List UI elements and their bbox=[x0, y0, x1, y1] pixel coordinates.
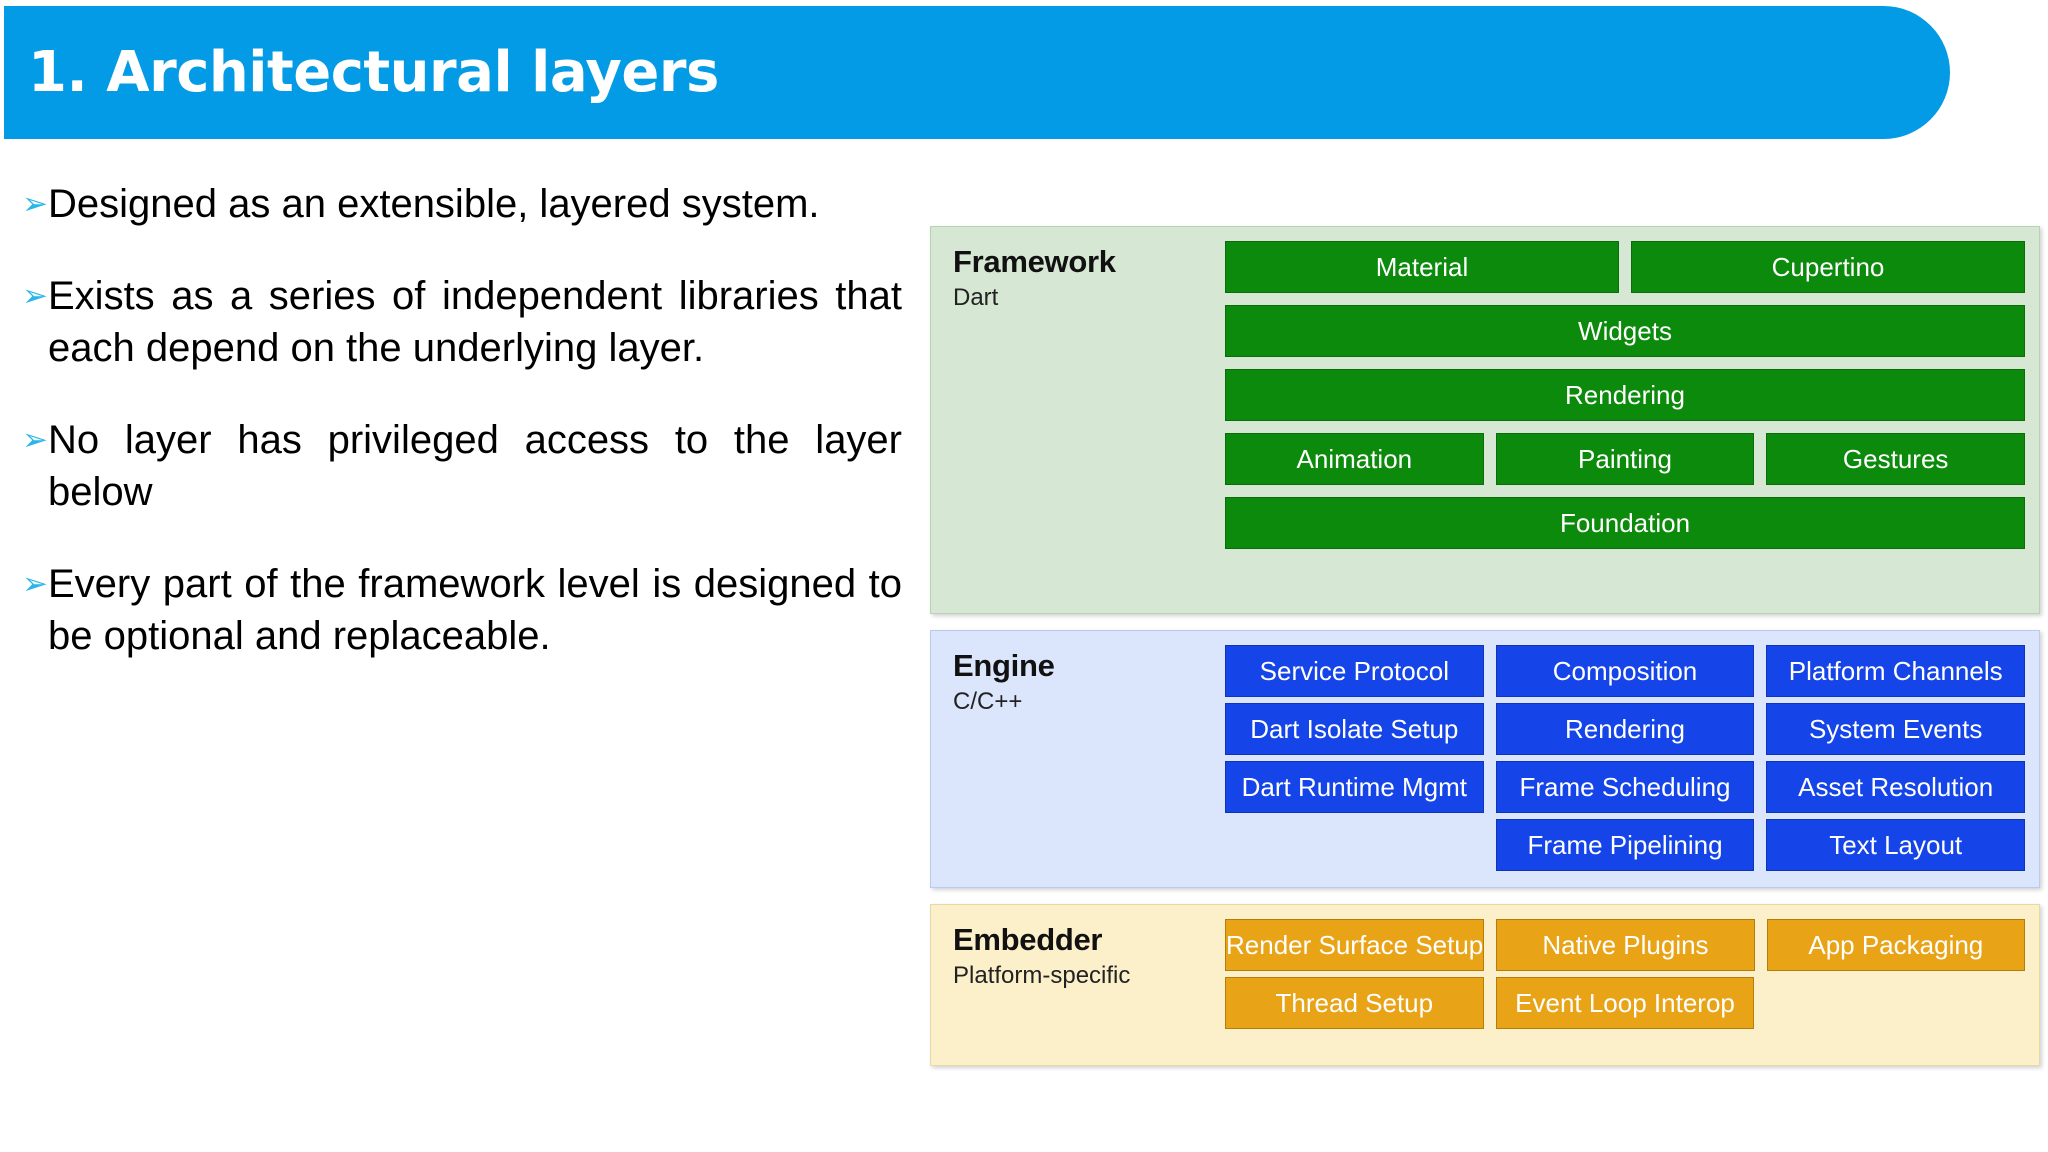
layer-engine-sublabel: C/C++ bbox=[953, 687, 1023, 715]
cell-painting[interactable]: Painting bbox=[1495, 433, 1755, 485]
cell-widgets[interactable]: Widgets bbox=[1225, 305, 2025, 357]
bullet-list: ➢ Designed as an extensible, layered sys… bbox=[22, 178, 902, 702]
arrow-bullet-icon: ➢ bbox=[22, 566, 48, 602]
list-item: ➢ No layer has privileged access to the … bbox=[22, 414, 902, 518]
table-row: Render Surface Setup Native Plugins App … bbox=[1225, 919, 2025, 971]
cell-render-surface-setup[interactable]: Render Surface Setup bbox=[1225, 919, 1485, 971]
table-row: Material Cupertino bbox=[1225, 241, 2025, 293]
table-row: Frame Pipelining Text Layout bbox=[1225, 819, 2026, 871]
list-item: ➢ Designed as an extensible, layered sys… bbox=[22, 178, 902, 230]
arrow-bullet-icon: ➢ bbox=[22, 186, 48, 222]
layer-framework-name: Framework bbox=[953, 244, 1116, 279]
bullet-text: No layer has privileged access to the la… bbox=[48, 418, 902, 514]
cell-event-loop-interop[interactable]: Event Loop Interop bbox=[1495, 977, 1755, 1029]
cell-material[interactable]: Material bbox=[1225, 241, 1619, 293]
cell-platform-channels[interactable]: Platform Channels bbox=[1766, 645, 2026, 697]
layer-engine-name: Engine bbox=[953, 648, 1055, 683]
architecture-diagram: Framework Dart Material Cupertino Widget… bbox=[930, 226, 2040, 1066]
table-row: Dart Isolate Setup Rendering System Even… bbox=[1225, 703, 2026, 755]
layer-framework-label: Framework Dart bbox=[943, 241, 1225, 313]
list-item: ➢ Every part of the framework level is d… bbox=[22, 558, 902, 662]
cell-app-packaging[interactable]: App Packaging bbox=[1766, 919, 2025, 971]
cell-composition[interactable]: Composition bbox=[1495, 645, 1755, 697]
arrow-bullet-icon: ➢ bbox=[22, 278, 48, 314]
cell-animation[interactable]: Animation bbox=[1225, 433, 1484, 485]
bullet-text: Exists as a series of independent librar… bbox=[48, 274, 902, 370]
cell-empty-embedder bbox=[1766, 977, 2025, 1029]
cell-cupertino[interactable]: Cupertino bbox=[1631, 241, 2025, 293]
table-row: Animation Painting Gestures bbox=[1225, 433, 2026, 485]
cell-empty-engine bbox=[1225, 819, 1484, 871]
list-item: ➢ Exists as a series of independent libr… bbox=[22, 270, 902, 374]
layer-framework-sublabel: Dart bbox=[953, 283, 999, 311]
layer-embedder-sublabel: Platform-specific bbox=[953, 961, 1131, 989]
table-row: Service Protocol Composition Platform Ch… bbox=[1225, 645, 2026, 697]
cell-frame-scheduling[interactable]: Frame Scheduling bbox=[1495, 761, 1755, 813]
table-row: Dart Runtime Mgmt Frame Scheduling Asset… bbox=[1225, 761, 2026, 813]
cell-dart-isolate-setup[interactable]: Dart Isolate Setup bbox=[1225, 703, 1484, 755]
page-title: 1. Architectural layers bbox=[28, 39, 719, 105]
layer-embedder-grid: Render Surface Setup Native Plugins App … bbox=[1225, 919, 2025, 1029]
cell-text-layout[interactable]: Text Layout bbox=[1766, 819, 2026, 871]
cell-thread-setup[interactable]: Thread Setup bbox=[1225, 977, 1484, 1029]
cell-foundation[interactable]: Foundation bbox=[1225, 497, 2025, 549]
cell-service-protocol[interactable]: Service Protocol bbox=[1225, 645, 1484, 697]
layer-engine-label: Engine C/C++ bbox=[943, 645, 1225, 717]
cell-native-plugins[interactable]: Native Plugins bbox=[1496, 919, 1755, 971]
table-row: Thread Setup Event Loop Interop bbox=[1225, 977, 2025, 1029]
slide-title-banner: 1. Architectural layers bbox=[4, 6, 1950, 139]
cell-dart-runtime-mgmt[interactable]: Dart Runtime Mgmt bbox=[1225, 761, 1484, 813]
layer-embedder-name: Embedder bbox=[953, 922, 1103, 957]
table-row: Rendering bbox=[1225, 369, 2025, 421]
cell-rendering-engine[interactable]: Rendering bbox=[1495, 703, 1755, 755]
bullet-text: Designed as an extensible, layered syste… bbox=[48, 182, 820, 226]
table-row: Foundation bbox=[1225, 497, 2025, 549]
table-row: Widgets bbox=[1225, 305, 2025, 357]
cell-system-events[interactable]: System Events bbox=[1766, 703, 2026, 755]
arrow-bullet-icon: ➢ bbox=[22, 422, 48, 458]
layer-framework-grid: Material Cupertino Widgets Rendering Ani… bbox=[1225, 241, 2026, 549]
cell-gestures[interactable]: Gestures bbox=[1766, 433, 2026, 485]
layer-engine: Engine C/C++ Service Protocol Compositio… bbox=[930, 630, 2040, 888]
cell-frame-pipelining[interactable]: Frame Pipelining bbox=[1495, 819, 1755, 871]
bullet-text: Every part of the framework level is des… bbox=[48, 562, 902, 658]
cell-rendering-framework[interactable]: Rendering bbox=[1225, 369, 2025, 421]
layer-framework: Framework Dart Material Cupertino Widget… bbox=[930, 226, 2040, 614]
layer-engine-grid: Service Protocol Composition Platform Ch… bbox=[1225, 645, 2026, 871]
layer-embedder: Embedder Platform-specific Render Surfac… bbox=[930, 904, 2040, 1066]
cell-asset-resolution[interactable]: Asset Resolution bbox=[1766, 761, 2026, 813]
layer-embedder-label: Embedder Platform-specific bbox=[943, 919, 1225, 991]
